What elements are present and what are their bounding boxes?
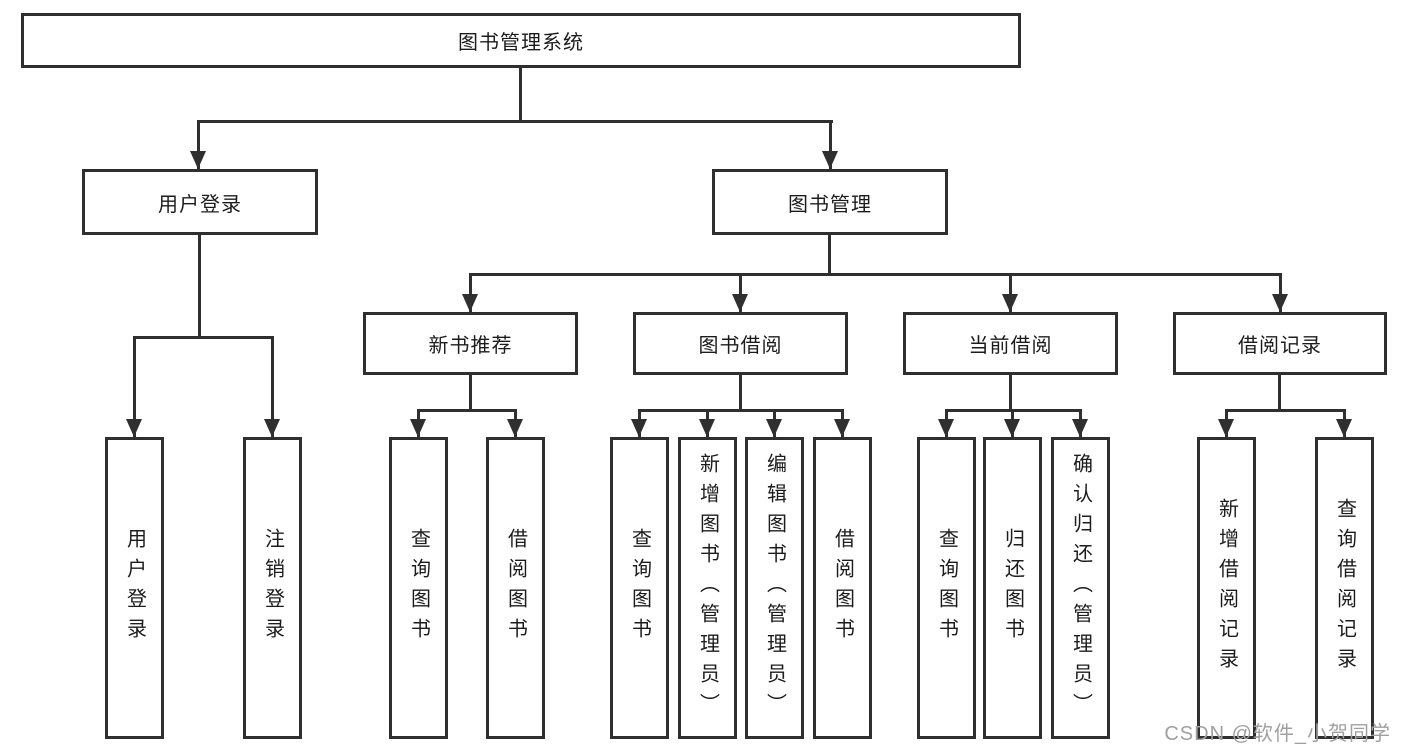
arrow-to-new-book bbox=[462, 294, 478, 312]
connector-records-bus bbox=[1225, 409, 1346, 412]
csdn-watermark: CSDN @软件_小贺同学 bbox=[1164, 723, 1391, 745]
arrow-bb-edit bbox=[766, 419, 782, 437]
leaf-cb-return-books-label: 归还图书 bbox=[1001, 528, 1024, 648]
connector-login-stub-2 bbox=[271, 336, 274, 437]
connector-new-book-stem bbox=[469, 373, 472, 412]
node-user-login-label: 用户登录 bbox=[158, 193, 242, 216]
connector-mgmt-stem bbox=[828, 233, 831, 275]
connector-login-stem bbox=[198, 233, 201, 338]
connector-root-stem bbox=[519, 66, 522, 122]
connector-book-borrow-bus bbox=[638, 409, 844, 412]
arrow-to-leaf-logout bbox=[264, 419, 280, 437]
node-borrow-records: 借阅记录 bbox=[1173, 312, 1387, 375]
connector-login-bus bbox=[133, 336, 274, 339]
arrow-br-query bbox=[1336, 419, 1352, 437]
leaf-nb-query-books: 查询图书 bbox=[389, 437, 448, 739]
leaf-logout-label: 注销登录 bbox=[261, 528, 284, 648]
leaf-nb-borrow-books: 借阅图书 bbox=[486, 437, 545, 739]
connector-root-stub-right bbox=[829, 120, 832, 169]
connector-root-bus bbox=[197, 120, 833, 123]
leaf-br-add-record-label: 新增借阅记录 bbox=[1215, 498, 1238, 678]
leaf-bb-edit-books-admin-label: 编辑图书（管理员） bbox=[763, 453, 786, 723]
leaf-bb-query-books-label: 查询图书 bbox=[628, 528, 651, 648]
connector-mgmt-stub-4 bbox=[1279, 273, 1282, 312]
node-new-book: 新书推荐 bbox=[363, 312, 578, 375]
leaf-user-login-label: 用户登录 bbox=[123, 528, 146, 648]
node-book-borrow: 图书借阅 bbox=[633, 312, 848, 375]
leaf-nb-borrow-books-label: 借阅图书 bbox=[504, 528, 527, 648]
arrow-br-add bbox=[1218, 419, 1234, 437]
connector-current-stem bbox=[1009, 373, 1012, 412]
node-book-borrow-label: 图书借阅 bbox=[698, 335, 783, 357]
node-book-mgmt: 图书管理 bbox=[712, 169, 948, 235]
leaf-bb-borrow-books-label: 借阅图书 bbox=[831, 528, 854, 648]
arrow-to-leaf-login bbox=[126, 419, 142, 437]
arrow-to-book-mgmt bbox=[822, 151, 838, 169]
node-root-label: 图书管理系统 bbox=[458, 32, 584, 54]
arrow-to-book-borrow bbox=[732, 294, 748, 312]
leaf-br-query-record: 查询借阅记录 bbox=[1315, 437, 1374, 739]
leaf-bb-query-books: 查询图书 bbox=[610, 437, 669, 739]
arrow-bb-borrow bbox=[834, 419, 850, 437]
arrow-bb-query bbox=[631, 419, 647, 437]
arrow-nb-query bbox=[410, 419, 426, 437]
arrow-to-borrow-records bbox=[1272, 294, 1288, 312]
connector-mgmt-stub-1 bbox=[469, 273, 472, 312]
connector-records-stem bbox=[1278, 373, 1281, 412]
leaf-nb-query-books-label: 查询图书 bbox=[407, 528, 430, 648]
connector-new-book-bus bbox=[417, 409, 517, 412]
connector-mgmt-bus bbox=[469, 273, 1281, 276]
leaf-cb-query-books-label: 查询图书 bbox=[935, 528, 958, 648]
arrow-cb-confirm bbox=[1072, 419, 1088, 437]
connector-mgmt-stub-3 bbox=[1009, 273, 1012, 312]
leaf-user-login: 用户登录 bbox=[105, 437, 164, 739]
leaf-br-query-record-label: 查询借阅记录 bbox=[1333, 498, 1356, 678]
leaf-bb-edit-books-admin: 编辑图书（管理员） bbox=[745, 437, 804, 739]
arrow-cb-query bbox=[938, 419, 954, 437]
leaf-logout: 注销登录 bbox=[243, 437, 302, 739]
leaf-bb-borrow-books: 借阅图书 bbox=[813, 437, 872, 739]
leaf-cb-confirm-return-admin-label: 确认归还（管理员） bbox=[1069, 453, 1092, 723]
connector-mgmt-stub-2 bbox=[739, 273, 742, 312]
node-book-mgmt-label: 图书管理 bbox=[788, 193, 872, 216]
arrow-cb-return bbox=[1004, 419, 1020, 437]
arrow-nb-borrow bbox=[507, 419, 523, 437]
leaf-cb-confirm-return-admin: 确认归还（管理员） bbox=[1051, 437, 1110, 739]
node-current-borrow: 当前借阅 bbox=[903, 312, 1118, 375]
connector-login-stub-1 bbox=[133, 336, 136, 437]
leaf-bb-add-books-admin: 新增图书（管理员） bbox=[678, 437, 737, 739]
leaf-br-add-record: 新增借阅记录 bbox=[1197, 437, 1256, 739]
arrow-to-user-login bbox=[190, 151, 206, 169]
node-root: 图书管理系统 bbox=[21, 13, 1021, 68]
arrow-bb-add bbox=[699, 419, 715, 437]
arrow-to-current-borrow bbox=[1002, 294, 1018, 312]
node-current-borrow-label: 当前借阅 bbox=[968, 335, 1053, 357]
leaf-bb-add-books-admin-label: 新增图书（管理员） bbox=[696, 453, 719, 723]
leaf-cb-return-books: 归还图书 bbox=[983, 437, 1042, 739]
node-borrow-records-label: 借阅记录 bbox=[1238, 335, 1322, 357]
node-user-login: 用户登录 bbox=[82, 169, 318, 235]
connector-root-stub-left bbox=[197, 120, 200, 169]
node-new-book-label: 新书推荐 bbox=[428, 335, 513, 357]
connector-book-borrow-stem bbox=[739, 373, 742, 412]
leaf-cb-query-books: 查询图书 bbox=[917, 437, 976, 739]
